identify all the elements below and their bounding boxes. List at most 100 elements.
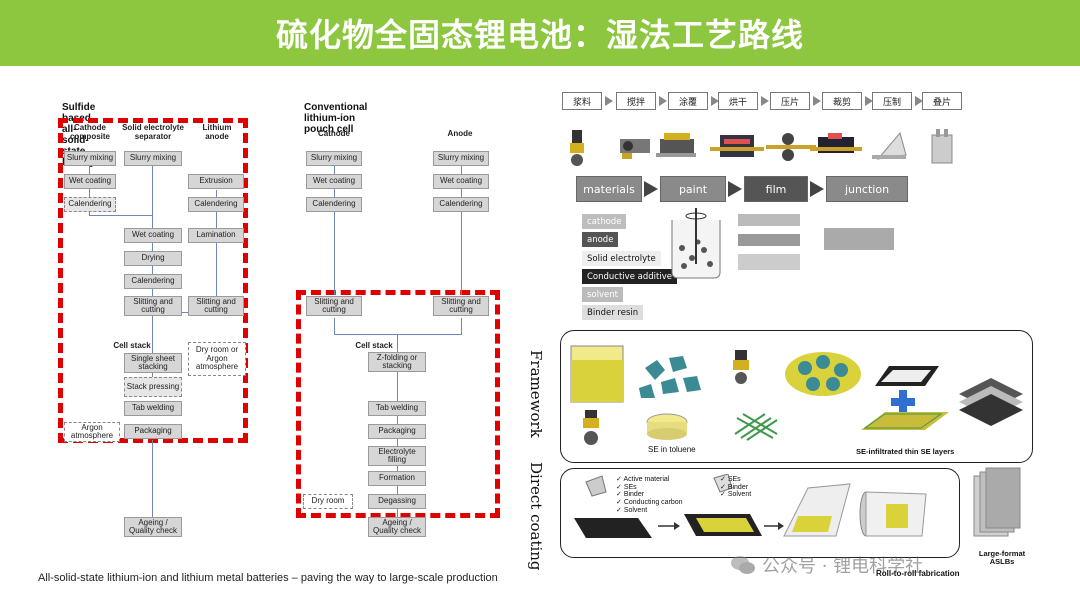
m-slitting-anode: Slitting and cutting [433, 296, 489, 316]
arrow-icon [658, 522, 680, 530]
chip-conductive-additive: Conductive additive [582, 269, 677, 284]
m-dry-room: Dry room [303, 494, 353, 509]
calender-icon [766, 133, 816, 161]
l-slurry-mixing-cathode: Slurry mixing [64, 151, 116, 166]
roll-to-roll-label: Roll-to-roll fabrication [876, 569, 960, 578]
beaker-yellow-icon [570, 345, 624, 403]
title-bar: 硫化物全固态锂电池：湿法工艺路线 [0, 0, 1080, 66]
stirrer-icon [620, 139, 650, 159]
l-tab-welding: Tab welding [124, 401, 182, 416]
list2: ✓ SEs ✓ Binder ✓ Solvent [720, 476, 751, 499]
l-ageing: Ageing / Quality check [124, 517, 182, 537]
equipment-icons [570, 129, 953, 166]
m-tab-welding: Tab welding [368, 401, 426, 416]
col-cathode-label: Cathode composite [69, 123, 110, 141]
step-7: 叠片 [922, 92, 962, 110]
peeled-film-icon [783, 483, 851, 537]
watermark: 公众号 · 锂电科学社 [730, 552, 923, 578]
mixer-icon [570, 130, 584, 166]
m-wet-coating-cathode: Wet coating [306, 174, 362, 189]
step-5: 裁剪 [822, 92, 862, 110]
infiltrated-layer-icon [861, 412, 949, 430]
pouch-heading: Conventional lithium-ion pouch cell [304, 102, 368, 135]
l-slitting-se: Slitting and cutting [124, 296, 182, 316]
l-single-sheet-stacking: Single sheet stacking [124, 353, 182, 373]
m-wet-coating-anode: Wet coating [433, 174, 489, 189]
l-dry-room-argon: Dry room or Argon atmosphere [188, 342, 246, 376]
list1: ✓ Active material ✓ SEs ✓ Binder ✓ Condu… [616, 476, 683, 514]
l-extrusion: Extrusion [188, 174, 244, 189]
mixer-small-icon [733, 350, 749, 384]
toluene-dish-icon [646, 413, 688, 440]
m-electrolyte-filling: Electrolyte filling [368, 446, 426, 466]
beaker-icon [671, 208, 721, 279]
chip-solvent: solvent [582, 287, 623, 302]
step-2: 涂覆 [668, 92, 708, 110]
l-packaging: Packaging [124, 424, 182, 439]
process-film: film [744, 176, 808, 202]
m-calendering-cathode: Calendering [306, 197, 362, 212]
chip-cathode: cathode [582, 214, 627, 229]
step-3: 烘干 [718, 92, 758, 110]
l-lamination: Lamination [188, 228, 244, 243]
large-format-label: Large-format ASLBs [978, 549, 1026, 567]
watermark-text: 公众号 · 锂电科学社 [762, 556, 924, 577]
step-6: 压制 [872, 92, 912, 110]
list1-item-3: ✓ Conducting carbon [616, 499, 683, 507]
list2-item-2: ✓ Solvent [720, 491, 752, 499]
pouch-icon [931, 129, 953, 164]
l-calendering-anode: Calendering [188, 197, 244, 212]
m-cell-stack-label: Cell stack [355, 341, 393, 350]
l-wet-coating-se: Wet coating [124, 228, 182, 243]
cell-stack-icon [959, 378, 1023, 426]
chip-binder-resin: Binder resin [582, 305, 644, 320]
source-caption: All-solid-state lithium-ion and lithium … [38, 572, 498, 584]
framework-panel [560, 330, 1033, 463]
framework-label: Framework [527, 350, 545, 438]
chip-anode: anode [582, 232, 619, 247]
slurry-film-illustration [671, 208, 894, 279]
l-argon-atmosphere: Argon atmosphere [64, 422, 120, 442]
large-format-battery-icon [973, 467, 1021, 537]
roll-icon [859, 491, 927, 537]
list2-item-1: ✓ Binder [720, 483, 749, 491]
l-calendering-se: Calendering [124, 274, 182, 289]
l-slitting-anode: Slitting and cutting [188, 296, 244, 316]
arrow-icon [764, 522, 784, 530]
process-junction: junction [826, 176, 908, 202]
m-slurry-mixing-cathode: Slurry mixing [306, 151, 362, 166]
pouch-red-frame [296, 290, 500, 518]
col-anode-label: Lithium anode [202, 123, 232, 141]
m-z-folding: Z-folding or stacking [368, 352, 426, 372]
coated-sheet-icon [875, 366, 939, 386]
step-0: 浆料 [562, 92, 602, 110]
m-slurry-mixing-anode: Slurry mixing [433, 151, 489, 166]
mixer-bottom-icon [583, 410, 599, 445]
sulfide-red-frame [58, 118, 248, 443]
coater-icon [656, 133, 696, 157]
l-slurry-mixing-se: Slurry mixing [124, 151, 182, 166]
step-1: 搅拌 [616, 92, 656, 110]
se-in-toluene-label: SE in toluene [648, 445, 696, 454]
se-infiltrated-label: SE-infiltrated thin SE layers [856, 447, 955, 456]
pour-yellow-icon [684, 474, 762, 536]
process-paint: paint [660, 176, 726, 202]
m-packaging: Packaging [368, 424, 426, 439]
step-4: 压片 [770, 92, 810, 110]
framework-illustration [570, 345, 1023, 445]
mesh-icon [734, 413, 778, 441]
particle-layers-icon [738, 214, 894, 270]
chip-solid-electrolyte: Solid electrolyte [582, 251, 661, 266]
l-wet-coating-cathode: Wet coating [64, 174, 116, 189]
m-anode-label: Anode [447, 129, 473, 138]
list1-item-2: ✓ Binder [616, 491, 645, 499]
slitter-icon [810, 133, 862, 153]
press-icon [872, 131, 907, 160]
se-particles-icon [639, 356, 701, 398]
m-degassing: Degassing [368, 494, 426, 509]
wechat-icon [731, 556, 755, 574]
list1-item-1: ✓ SEs [616, 483, 637, 491]
process-materials: materials [576, 176, 642, 202]
direct-coating-label: Direct coating [527, 462, 545, 571]
m-ageing: Ageing / Quality check [368, 517, 426, 537]
